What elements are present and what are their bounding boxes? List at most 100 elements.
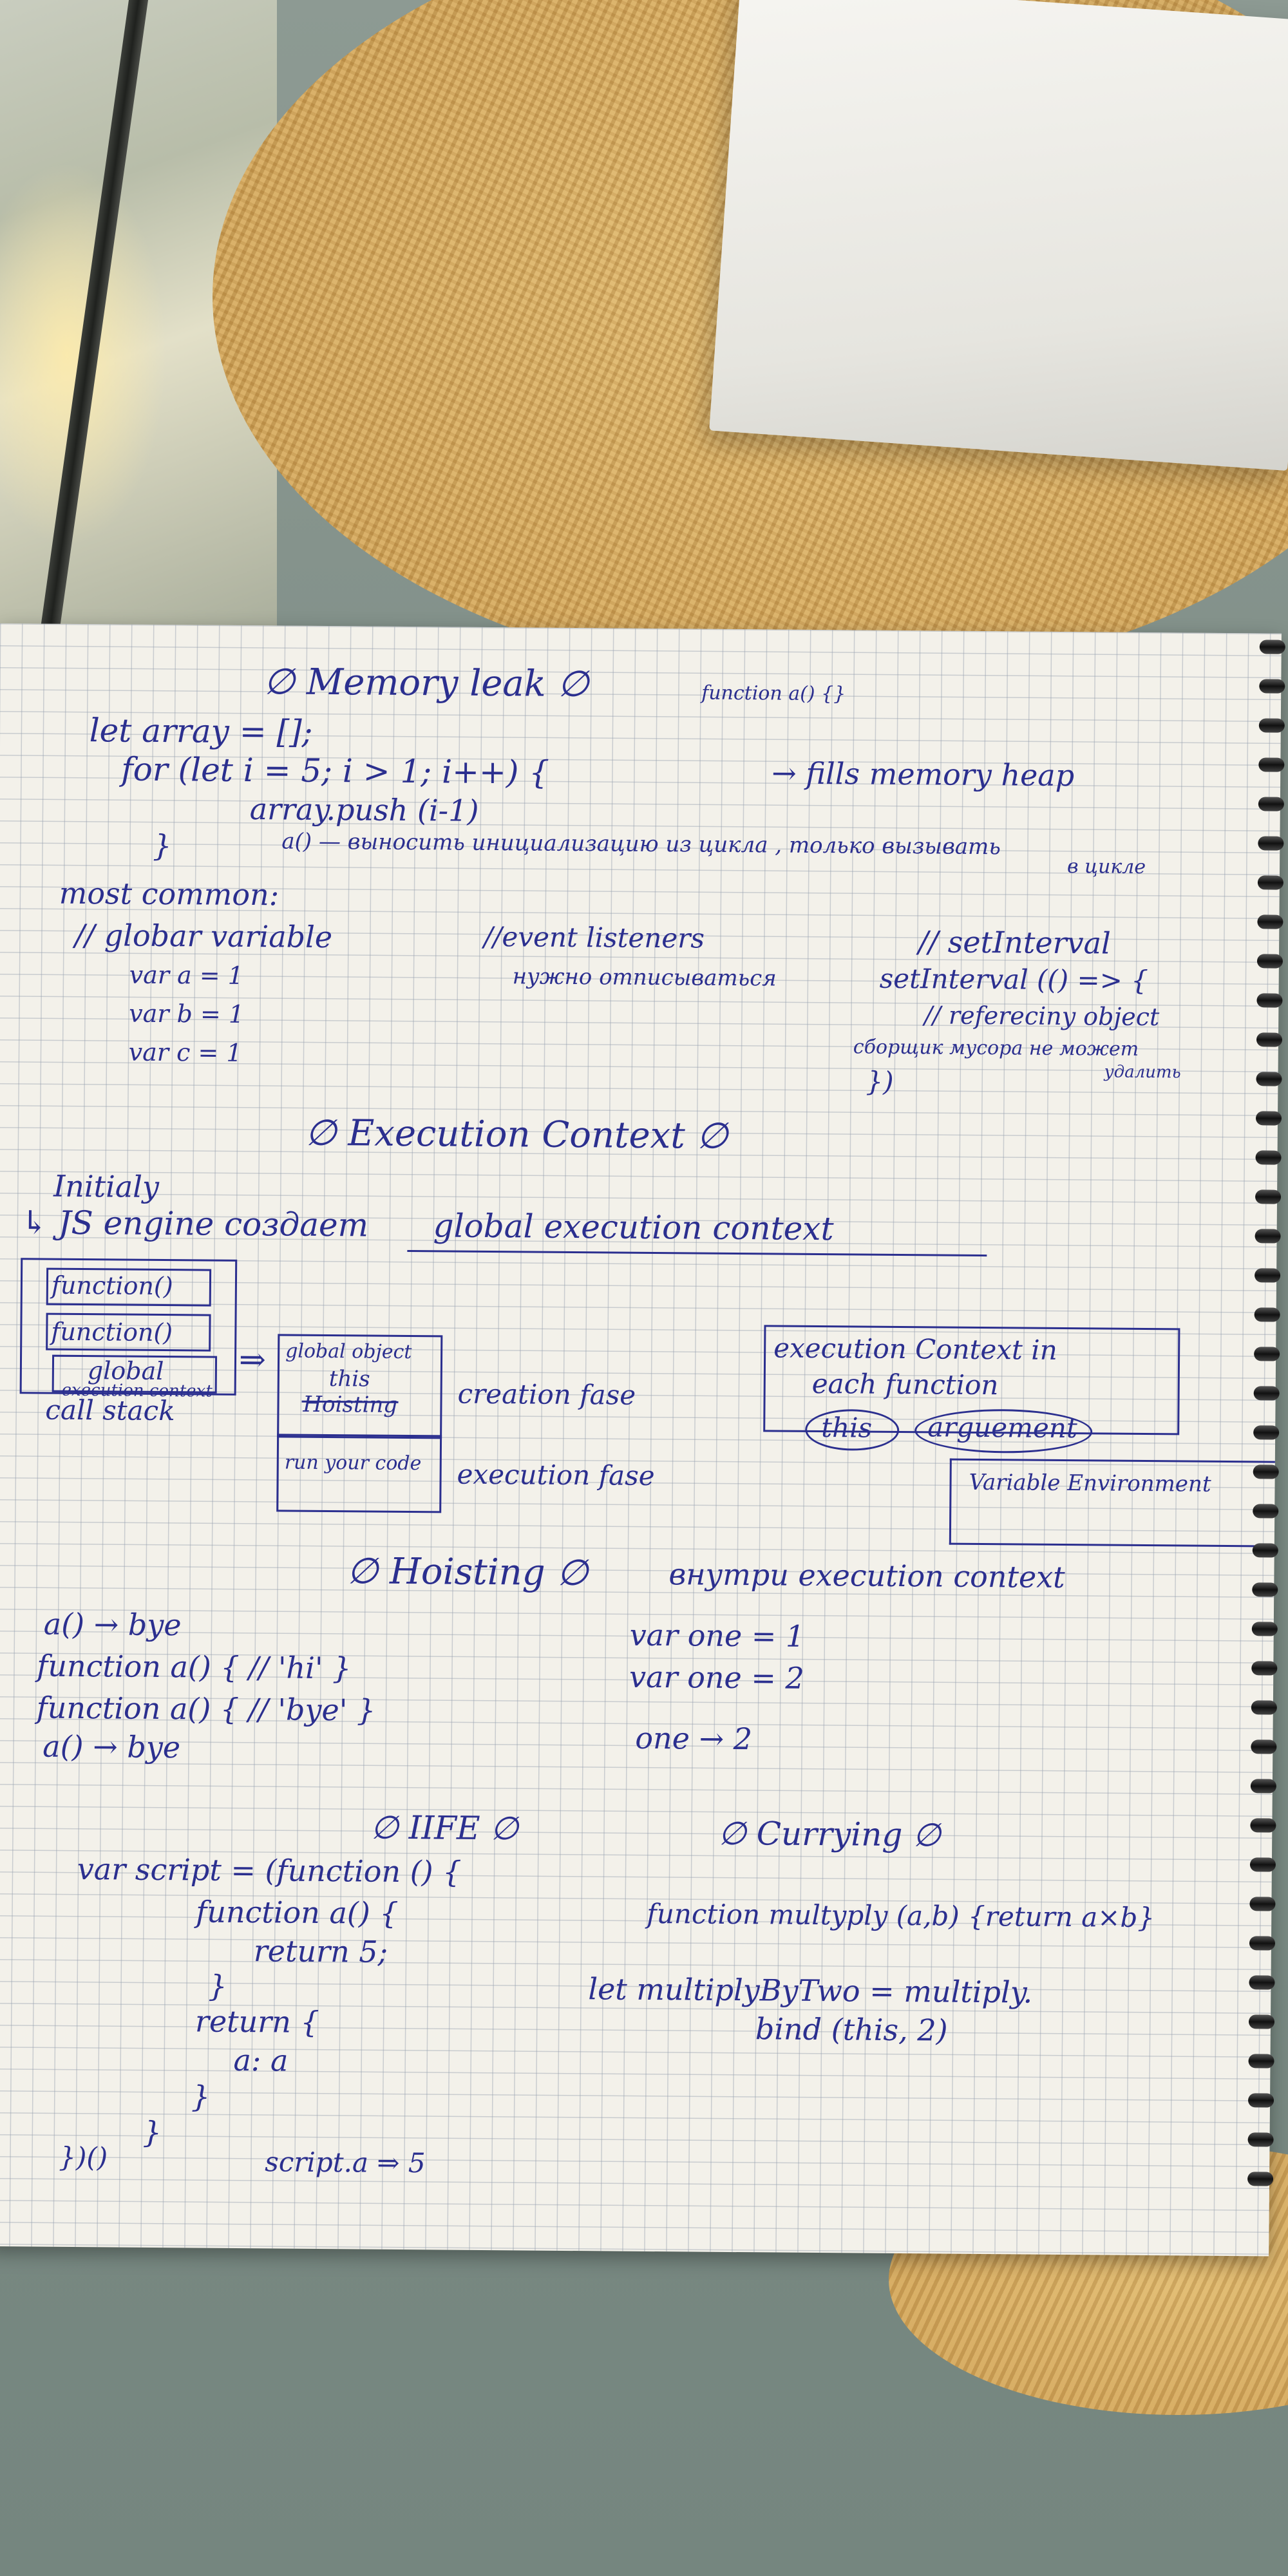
iife-line: } xyxy=(191,2079,211,2114)
list-heading: // setInterval xyxy=(918,924,1111,961)
iife-result: script.a ⇒ 5 xyxy=(265,2146,426,2179)
memory-note: в цикле xyxy=(1066,855,1146,878)
list-item: сборщик мусора не может xyxy=(853,1036,1139,1061)
spiral-coil xyxy=(1251,1661,1278,1676)
spiral-coil xyxy=(1253,1504,1279,1519)
spiral-coil xyxy=(1254,1347,1280,1361)
spiral-coil xyxy=(1259,639,1285,654)
spiral-coil xyxy=(1250,1818,1276,1833)
spiral-coil xyxy=(1258,718,1285,733)
spiral-coil xyxy=(1256,1072,1282,1086)
iife-line: var script = (function () { xyxy=(77,1852,462,1889)
hoisting-line: function a() { // 'bye' } xyxy=(36,1690,376,1728)
hoisting-line: one → 2 xyxy=(635,1720,753,1757)
spiral-coil xyxy=(1253,1464,1279,1479)
iife-line: function a() { xyxy=(196,1894,399,1931)
iife-title: ∅ IIFE ∅ xyxy=(370,1808,519,1848)
spiral-coil xyxy=(1255,1268,1281,1283)
list-item: нужно отписываться xyxy=(512,963,777,992)
code-line: let array = []; xyxy=(89,712,313,751)
hoisting-line: function a() { // 'hi' } xyxy=(37,1648,352,1686)
list-item: var a = 1 xyxy=(129,960,244,990)
iife-line: return 5; xyxy=(253,1933,388,1969)
hoisting-line: a() → bye xyxy=(43,1606,182,1643)
spiral-coil xyxy=(1247,2172,1274,2186)
variable-env-label: Variable Environment xyxy=(969,1469,1211,1497)
hoisting-subtitle: внутри execution context xyxy=(668,1557,1065,1595)
spiral-coil xyxy=(1253,1386,1280,1401)
spiral-coil xyxy=(1257,914,1283,929)
list-item: var b = 1 xyxy=(129,999,245,1028)
underline xyxy=(407,1249,987,1257)
list-heading: //event listeners xyxy=(484,920,705,954)
spiral-coil xyxy=(1251,1622,1278,1636)
currying-line: bind (this, 2) xyxy=(755,2011,948,2048)
spiral-coil xyxy=(1259,679,1285,694)
spiral-coil xyxy=(1256,1032,1283,1047)
iife-line: return { xyxy=(194,2003,319,2040)
iife-line: } xyxy=(208,1968,227,2003)
hoisting-line: a() → bye xyxy=(43,1728,181,1765)
code-line: } xyxy=(153,828,172,864)
execution-item: run your code xyxy=(284,1451,422,1475)
creation-fase-label: creation fase xyxy=(457,1378,636,1411)
code-line: for (let i = 5; i > 1; i++) { xyxy=(120,750,550,791)
engine-text: ↳ JS engine создает xyxy=(21,1204,369,1244)
spiral-coil xyxy=(1252,1582,1278,1597)
call-stack-label: call stack xyxy=(45,1394,175,1427)
creation-item: Hoisting xyxy=(303,1391,398,1418)
iife-line: })() xyxy=(59,2141,108,2174)
execution-context-title: ∅ Execution Context ∅ xyxy=(305,1112,728,1157)
notebook: ∅ Memory leak ∅ function a() {} let arra… xyxy=(0,623,1285,2257)
spiral-coil xyxy=(1256,993,1283,1008)
list-item: }) xyxy=(866,1065,894,1097)
spiral-coil xyxy=(1255,1189,1282,1204)
currying-title: ∅ Currying ∅ xyxy=(718,1814,942,1854)
hoisting-line: var one = 1 xyxy=(629,1617,805,1654)
spiral-coil xyxy=(1253,1425,1280,1440)
spiral-coil xyxy=(1258,757,1285,772)
spiral-coil xyxy=(1249,1975,1275,1990)
function-context-text: each function xyxy=(811,1367,999,1401)
list-heading: // globar variable xyxy=(74,917,333,955)
stack-frame-label: function() xyxy=(51,1317,173,1347)
spiral-coil xyxy=(1248,2014,1275,2029)
list-item: удалить xyxy=(1104,1062,1181,1083)
spiral-coil xyxy=(1256,954,1283,969)
arguments-label: arguement xyxy=(927,1411,1077,1444)
spiral-coil xyxy=(1249,1897,1276,1911)
spiral-coil xyxy=(1258,797,1284,811)
hoisting-title: ∅ Hoisting ∅ xyxy=(346,1550,589,1595)
spiral-coil xyxy=(1252,1543,1278,1558)
stack-frame-label: function() xyxy=(51,1271,173,1301)
spiral-coil xyxy=(1251,1700,1277,1715)
function-context-text: execution Context in xyxy=(773,1332,1057,1366)
spiral-coil xyxy=(1255,1229,1281,1244)
list-item: var c = 1 xyxy=(128,1037,242,1067)
spiral-coil xyxy=(1255,1150,1282,1165)
creation-item: global object xyxy=(285,1340,412,1364)
engine-underlined: global execution context xyxy=(433,1207,834,1248)
code-line: array.push (i-1) xyxy=(249,791,479,828)
initially-label: Initialy xyxy=(53,1168,160,1204)
list-item: setInterval (() => { xyxy=(879,962,1149,997)
memory-note: → fills memory heap xyxy=(771,755,1075,793)
iife-line: } xyxy=(142,2114,162,2150)
spiral-coil xyxy=(1251,1739,1277,1754)
spiral-coil xyxy=(1254,1307,1280,1322)
spiral-coil xyxy=(1257,875,1283,890)
most-common-label: most common: xyxy=(59,875,279,913)
spiral-coil xyxy=(1248,2054,1274,2069)
hoisting-line: var one = 2 xyxy=(629,1659,805,1696)
white-sheet xyxy=(709,0,1288,471)
currying-line: function multyply (a,b) {return a×b} xyxy=(647,1897,1155,1934)
spiral-coil xyxy=(1247,2093,1274,2108)
spiral-coil xyxy=(1250,1779,1276,1794)
arrow: ⇒ xyxy=(238,1340,267,1379)
execution-fase-label: execution fase xyxy=(457,1458,655,1492)
memory-leak-side-code: function a() {} xyxy=(701,681,846,706)
stack-frame-label: global xyxy=(87,1356,164,1386)
spiral-coil xyxy=(1247,2132,1274,2147)
spiral-coil xyxy=(1255,1111,1282,1126)
